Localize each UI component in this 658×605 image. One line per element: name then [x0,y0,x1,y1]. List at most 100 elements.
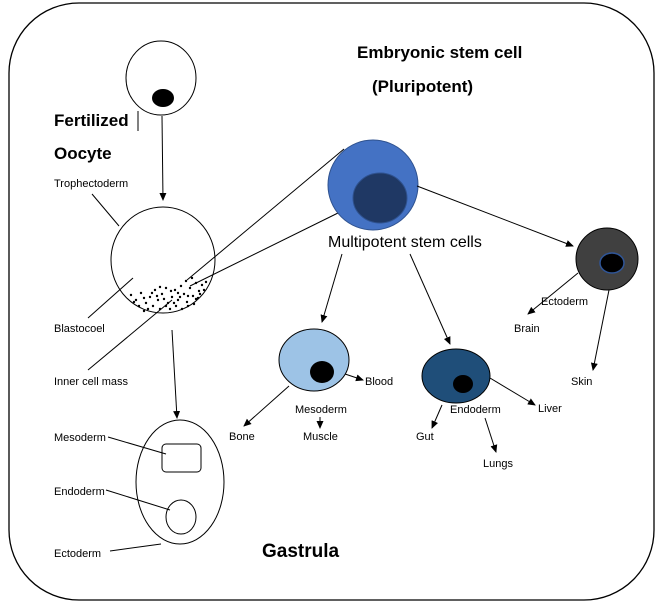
icm-dot [176,291,180,295]
icm-dot [191,294,195,298]
gastrula-endoderm [165,499,197,535]
icm-dot [173,288,177,292]
icm-dot [184,279,188,283]
icm-dot [186,294,190,298]
icm-dot [142,309,146,313]
multipotent-label: Multipotent stem cells [328,234,482,251]
blastocoel-pointer [87,277,134,319]
icm-dot [160,292,164,296]
title-line2: (Pluripotent) [372,77,473,96]
icm-dot [179,284,183,288]
embryonic-stem-cell [327,139,419,231]
icm-dot [192,302,196,306]
arrow-blastocyst-gastrula [171,329,181,419]
icm-dot [134,298,138,302]
gastrula-ectoderm-label: Ectoderm [54,548,101,560]
inner-cell-mass-pointer [87,299,173,371]
gastrula [135,419,225,545]
ectoderm-cell [575,227,639,291]
gastrula-ectoderm-pointer [109,543,162,552]
ectoderm-branch-label: Ectoderm [541,296,588,308]
trophectoderm-pointer [91,193,120,227]
fertilized-oocyte [125,40,197,116]
icm-dot [158,285,162,289]
arrow-to-mesoderm-cell [320,253,343,323]
blastocoel-label: Blastocoel [54,323,105,335]
inner-cell-mass-label: Inner cell mass [54,376,128,388]
gastrula-endoderm-label: Endoderm [54,486,105,498]
icm-dot [170,295,174,299]
icm-dot [139,291,143,295]
endoderm-branch-label: Endoderm [450,404,501,416]
gastrula-endoderm-pointer [105,489,171,511]
icm-dot [162,297,166,301]
gastrula-mesoderm-pointer [107,436,167,455]
fertilized-label: Fertilized [54,111,129,130]
icm-to-stem-line-upper [186,148,345,281]
icm-dot [174,304,178,308]
brain-label: Brain [514,323,540,335]
mesoderm-cell [278,328,350,392]
icm-dot [188,286,192,290]
icm-dot [200,283,204,287]
arrow-oocyte-blastocyst [159,115,167,201]
oocyte-nucleus [152,89,174,107]
icm-dot [155,294,159,298]
icm-dot [153,288,157,292]
icm-dot [176,298,180,302]
muscle-label: Muscle [303,431,338,443]
title-line1: Embryonic stem cell [357,43,522,62]
icm-dot [129,293,133,297]
icm-dot [186,304,190,308]
ectoderm-nucleus [599,252,625,274]
arrow-to-endoderm-cell [409,253,451,345]
arrow-to-gut [431,404,443,429]
lungs-label: Lungs [483,458,513,470]
icm-dot [180,307,184,311]
icm-dot [169,289,173,293]
trophectoderm-label: Trophectoderm [54,178,128,190]
arrow-to-brain [527,272,579,315]
icm-dot [142,296,146,300]
icm-dot [168,307,172,311]
icm-dot [204,280,208,284]
icm-dot [196,296,200,300]
icm-dot [194,297,198,301]
gastrula-mesoderm-label: Mesoderm [54,432,106,444]
arrow-to-bone [243,385,290,427]
icm-to-stem-line-lower [189,211,341,287]
arrow-to-lungs [484,417,498,453]
icm-dot [144,301,148,305]
blastocyst [110,206,216,314]
icm-dot [202,288,206,292]
arrow-to-skin [590,289,610,371]
icm-dot [197,289,201,293]
icm-dot [190,276,194,280]
mesoderm-branch-label: Mesoderm [295,404,347,416]
icm-dot [148,295,152,299]
icm-dot [156,298,160,302]
icm-dot [132,300,136,304]
icm-dot [185,300,189,304]
arrow-to-ectoderm-cell [416,185,574,247]
icm-dot [150,291,154,295]
icm-dot [198,292,202,296]
endoderm-cell [421,348,491,404]
icm-dot [146,307,150,311]
oocyte-label: Oocyte [54,144,112,163]
gastrula-label: Gastrula [262,541,340,562]
icm-dot [164,286,168,290]
gastrula-mesoderm [161,443,202,473]
skin-label: Skin [571,376,592,388]
icm-dot [178,295,182,299]
arrow-to-liver [489,377,536,406]
endoderm-nucleus [453,375,473,393]
arrow-to-blood [344,373,364,382]
icm-dot [151,304,155,308]
icm-dot [172,301,176,305]
gut-label: Gut [416,431,434,443]
liver-label: Liver [538,403,562,415]
mesoderm-nucleus [310,361,334,383]
icm-dot [182,292,186,296]
